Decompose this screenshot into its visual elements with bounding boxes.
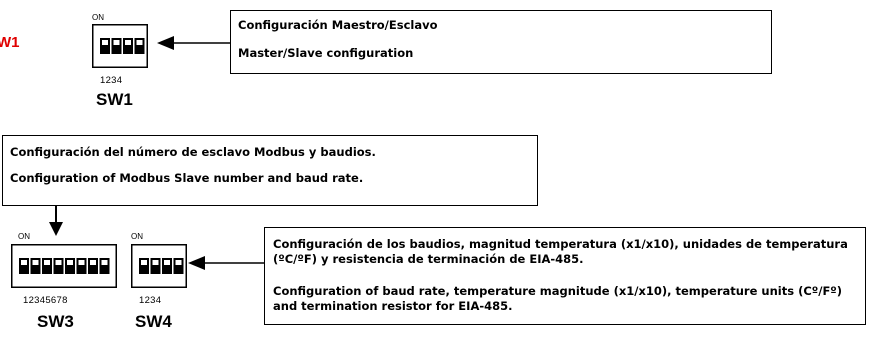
baud-rate-box: Configuración de los baudios, magnitud t… [264,227,866,325]
sw4-switch-3-slider [164,260,170,265]
sw4-switch-4-slider [175,260,182,265]
sw3-switch-4-slider [55,260,62,265]
sw3-on-label: ON [18,232,30,241]
sw3-switch-2 [30,258,41,274]
sw1-switch-3-slider [125,40,131,45]
sw3-switch-6-slider [78,260,85,265]
sw4-label: SW4 [135,312,172,331]
sw4-switch-1 [139,258,149,274]
sw1-label: SW1 [96,90,133,109]
sw3-switch-6 [76,258,87,274]
modbus-slave-text-es: Configuración del número de esclavo Modb… [10,145,376,159]
sw4-switch-2 [150,258,161,274]
sw3-switch-7 [88,258,98,274]
sw3-position-numbers: 12345678 [23,295,68,306]
sw4-switch-4 [173,258,184,274]
modbus-slave-box: Configuración del número de esclavo Modb… [2,135,538,206]
master-slave-text-en: Master/Slave configuration [238,46,414,60]
sw3-switch-1 [19,258,29,274]
sw1-position-numbers: 1234 [100,75,123,86]
sw3-switch-7-slider [90,260,96,265]
sw3-dip-switch [11,244,117,288]
sw1-switch-4 [134,38,145,54]
sw4-switch-2-slider [152,260,159,265]
sw3-switch-3 [42,258,52,274]
sw1-switch-3 [123,38,133,54]
sw1-switch-2 [111,38,122,54]
arrow-modbus-to-sw3 [49,206,63,236]
arrow-baud-to-sw4 [188,256,264,270]
sw3-switch-5 [65,258,75,274]
baud-rate-text-es: Configuración de los baudios, magnitud t… [273,237,848,266]
sw4-on-label: ON [131,232,143,241]
sw1-dip-switch [92,24,148,68]
sw3-switch-3-slider [44,260,50,265]
arrow-master-to-sw1 [157,36,230,50]
master-slave-box: Configuración Maestro/Esclavo Master/Sla… [230,10,772,74]
sw3-label: SW3 [37,312,74,331]
sw3-switch-4 [53,258,64,274]
sw3-switch-8-slider [101,260,108,265]
sw3-switch-8 [99,258,110,274]
cropped-sw1-label: W1 [0,34,20,51]
sw4-switch-3 [162,258,172,274]
sw3-switch-2-slider [32,260,39,265]
sw4-position-numbers: 1234 [139,295,162,306]
modbus-slave-text-en: Configuration of Modbus Slave number and… [10,171,364,185]
sw4-dip-switch [131,244,187,288]
sw1-on-label: ON [92,13,104,22]
sw4-switch-1-slider [141,260,147,265]
sw1-switch-1-slider [102,40,108,45]
sw1-switch-1 [100,38,110,54]
master-slave-text-es: Configuración Maestro/Esclavo [238,18,438,32]
sw1-switch-4-slider [136,40,143,45]
sw3-switch-1-slider [21,260,27,265]
sw1-switch-2-slider [113,40,120,45]
sw3-switch-5-slider [67,260,73,265]
baud-rate-text-en: Configuration of baud rate, temperature … [273,284,843,313]
